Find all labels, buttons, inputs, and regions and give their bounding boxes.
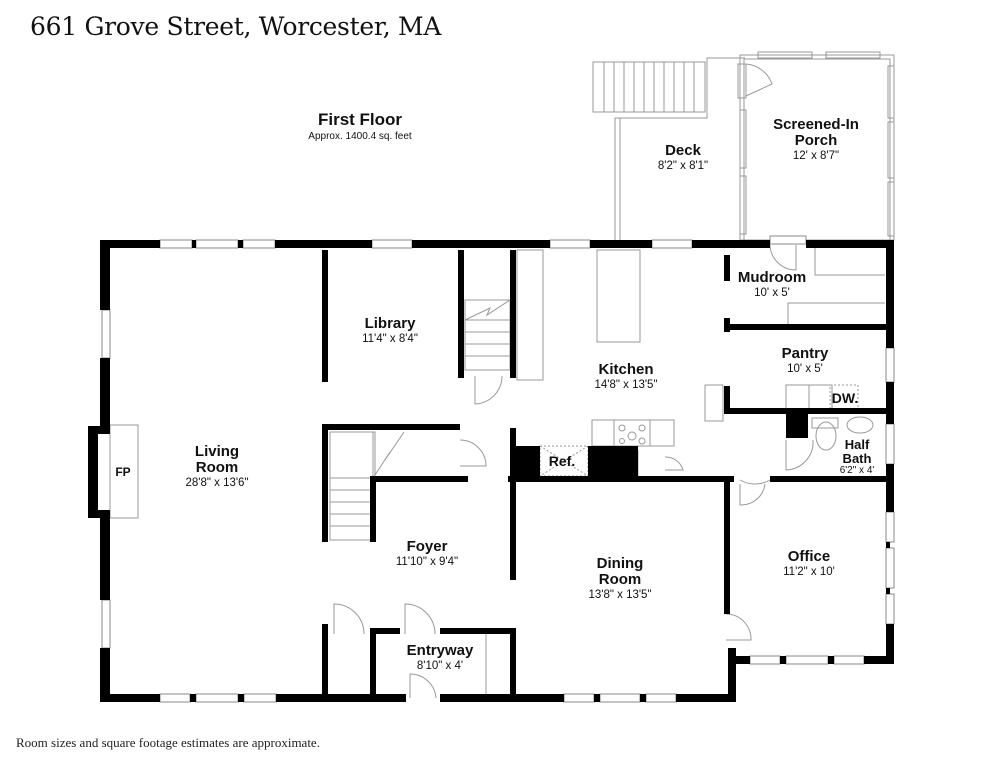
room-library: Library 11'4" x 8'4": [362, 315, 418, 345]
room-kitchen: Kitchen 14'8" x 13'5": [594, 361, 658, 391]
fireplace-label: FP: [115, 465, 131, 479]
room-screened-porch: Screened-In Porch 12' x 8'7": [773, 116, 859, 162]
library-stairs: [464, 299, 511, 371]
foyer-stairs: [329, 431, 405, 541]
disclaimer: Room sizes and square footage estimates …: [16, 735, 320, 750]
floor-name: First Floor: [317, 110, 403, 129]
room-foyer: Foyer 11'10" x 9'4": [395, 538, 459, 568]
walls: [88, 240, 894, 702]
floor-heading: First Floor Approx. 1400.4 sq. feet: [260, 110, 460, 142]
room-pantry: Pantry 10' x 5': [781, 345, 829, 375]
room-half-bath: Half Bath 6'2" x 4': [839, 437, 875, 477]
floor-area: Approx. 1400.4 sq. feet: [308, 131, 412, 142]
room-entryway: Entryway 8'10" x 4': [406, 642, 474, 672]
room-deck: Deck 8'2" x 8'1": [657, 142, 709, 172]
deck-stairs: [603, 62, 695, 112]
room-living-room: Living Room 28'8" x 13'6": [185, 443, 249, 489]
room-office: Office 11'2" x 10': [783, 548, 835, 578]
refrigerator-label: Ref.: [548, 453, 576, 469]
room-dining-room: Dining Room 13'8" x 13'5": [588, 555, 652, 601]
page-title: 661 Grove Street, Worcester, MA: [30, 12, 442, 41]
room-mudroom: Mudroom 10' x 5': [737, 269, 807, 299]
dishwasher-label: DW.: [831, 390, 859, 406]
